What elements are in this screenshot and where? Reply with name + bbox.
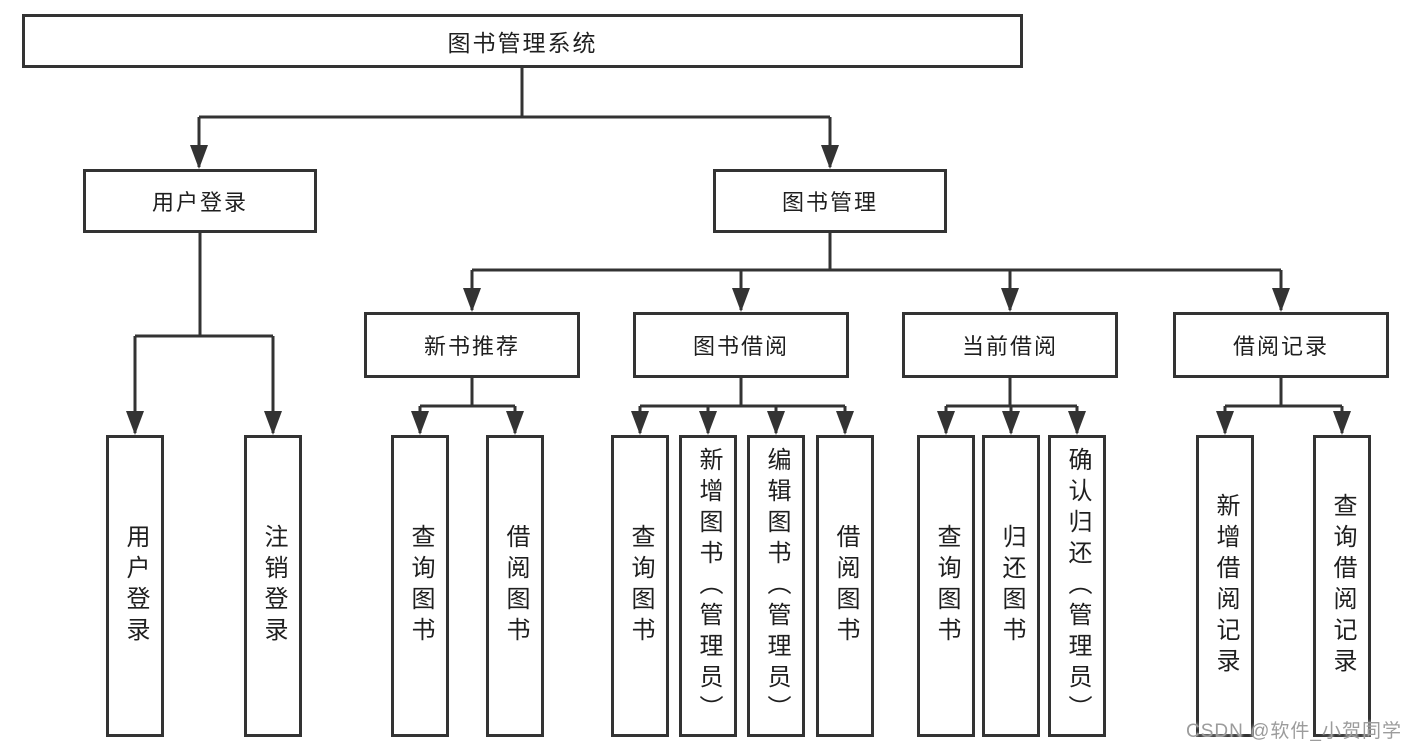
csdn-watermark: CSDN @软件_小贺同学 <box>1186 721 1402 742</box>
node-book-management: 图书管理 <box>713 169 947 233</box>
arrowheads <box>126 145 1351 435</box>
leaf-add-books-admin-label: 新增图书（管理员） <box>695 446 722 726</box>
leaf-user-login-label: 用户登录 <box>122 524 149 648</box>
leaf-recommend-borrow-books: 借阅图书 <box>486 435 544 737</box>
node-book-borrow: 图书借阅 <box>633 312 849 378</box>
leaf-add-borrow-record-label: 新增借阅记录 <box>1212 493 1239 679</box>
node-user-login-label: 用户登录 <box>151 190 248 215</box>
node-current-borrow: 当前借阅 <box>902 312 1118 378</box>
leaf-query-borrow-record: 查询借阅记录 <box>1313 435 1371 737</box>
leaf-edit-books-admin-label: 编辑图书（管理员） <box>763 446 790 726</box>
leaf-return-books: 归还图书 <box>982 435 1040 737</box>
leaf-confirm-return-admin-label: 确认归还（管理员） <box>1064 446 1091 726</box>
leaf-borrow-query-books-label: 查询图书 <box>627 524 654 648</box>
leaf-user-login: 用户登录 <box>106 435 164 737</box>
connector-paths <box>133 68 1344 433</box>
leaf-add-books-admin: 新增图书（管理员） <box>679 435 737 737</box>
node-borrow-records-label: 借阅记录 <box>1232 334 1329 359</box>
node-user-login: 用户登录 <box>83 169 317 233</box>
node-root-label: 图书管理系统 <box>447 30 598 56</box>
leaf-borrow-query-books: 查询图书 <box>611 435 669 737</box>
node-borrow-records: 借阅记录 <box>1173 312 1389 378</box>
leaf-return-books-label: 归还图书 <box>998 524 1025 648</box>
node-book-management-label: 图书管理 <box>781 190 878 215</box>
node-book-borrow-label: 图书借阅 <box>692 334 789 359</box>
node-current-borrow-label: 当前借阅 <box>961 334 1058 359</box>
leaf-recommend-borrow-books-label: 借阅图书 <box>502 524 529 648</box>
node-new-book-recommend-label: 新书推荐 <box>423 334 520 359</box>
leaf-edit-books-admin: 编辑图书（管理员） <box>747 435 805 737</box>
leaf-borrow-books: 借阅图书 <box>816 435 874 737</box>
leaf-recommend-query-books: 查询图书 <box>391 435 449 737</box>
node-root-system: 图书管理系统 <box>22 14 1023 68</box>
leaf-logout-label: 注销登录 <box>260 524 287 648</box>
leaf-query-borrow-record-label: 查询借阅记录 <box>1329 493 1356 679</box>
leaf-recommend-query-books-label: 查询图书 <box>407 524 434 648</box>
node-new-book-recommend: 新书推荐 <box>364 312 580 378</box>
leaf-confirm-return-admin: 确认归还（管理员） <box>1048 435 1106 737</box>
leaf-borrow-books-label: 借阅图书 <box>832 524 859 648</box>
leaf-current-query-books-label: 查询图书 <box>933 524 960 648</box>
leaf-add-borrow-record: 新增借阅记录 <box>1196 435 1254 737</box>
leaf-current-query-books: 查询图书 <box>917 435 975 737</box>
leaf-logout: 注销登录 <box>244 435 302 737</box>
